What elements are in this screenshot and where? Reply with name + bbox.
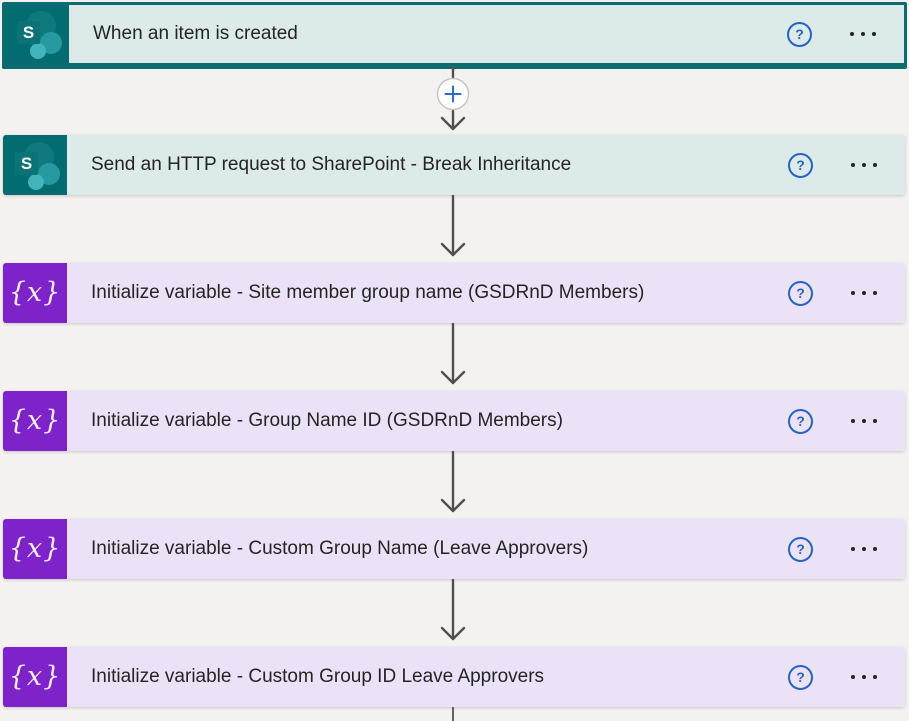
action-card-init-var-group-name-id[interactable]: {x} Initialize variable - Group Name ID … — [3, 391, 905, 451]
action-card-init-var-custom-group-name[interactable]: {x} Initialize variable - Custom Group N… — [3, 519, 905, 579]
trigger-card-when-an-item-is-created[interactable]: S When an item is created ? — [2, 2, 907, 66]
help-icon[interactable]: ? — [787, 21, 812, 47]
variable-glyph: {x} — [8, 532, 62, 564]
sharepoint-letter: S — [23, 23, 34, 42]
connector-arrow — [433, 579, 473, 647]
help-glyph: ? — [796, 412, 805, 429]
action-card-send-http-request[interactable]: S Send an HTTP request to SharePoint - B… — [3, 135, 905, 195]
variable-glyph: {x} — [8, 660, 62, 692]
card-title: Initialize variable - Site member group … — [91, 282, 645, 303]
action-card-init-var-site-member-group-name[interactable]: {x} Initialize variable - Site member gr… — [3, 263, 905, 323]
sharepoint-letter: S — [21, 154, 32, 173]
menu-ellipsis-icon[interactable] — [849, 153, 879, 177]
card-title: Send an HTTP request to SharePoint - Bre… — [91, 154, 572, 175]
connector-add-step — [433, 66, 473, 135]
menu-ellipsis-icon[interactable] — [848, 22, 878, 46]
help-icon[interactable]: ? — [788, 536, 813, 562]
card-title: Initialize variable - Custom Group Name … — [91, 538, 589, 559]
variable-icon: {x} — [3, 391, 67, 451]
variable-icon: {x} — [3, 647, 67, 707]
variable-icon: {x} — [3, 519, 67, 579]
connector-arrow — [433, 323, 473, 391]
variable-glyph: {x} — [8, 404, 62, 436]
add-step-button[interactable] — [436, 77, 470, 111]
help-glyph: ? — [796, 540, 805, 557]
sharepoint-icon: S — [5, 5, 69, 63]
card-title: When an item is created — [93, 23, 298, 44]
help-glyph: ? — [796, 156, 805, 173]
connector-stub — [452, 707, 454, 721]
help-glyph: ? — [795, 25, 804, 42]
menu-ellipsis-icon[interactable] — [849, 281, 879, 305]
connector-arrow — [433, 195, 473, 263]
variable-icon: {x} — [3, 263, 67, 323]
variable-glyph: {x} — [8, 276, 62, 308]
help-glyph: ? — [796, 284, 805, 301]
sharepoint-icon: S — [3, 135, 67, 195]
card-title: Initialize variable - Custom Group ID Le… — [91, 666, 545, 687]
card-title: Initialize variable - Group Name ID (GSD… — [91, 410, 563, 431]
menu-ellipsis-icon[interactable] — [849, 409, 879, 433]
menu-ellipsis-icon[interactable] — [849, 665, 879, 689]
help-icon[interactable]: ? — [788, 152, 813, 178]
help-icon[interactable]: ? — [788, 280, 813, 306]
action-card-init-var-custom-group-id[interactable]: {x} Initialize variable - Custom Group I… — [3, 647, 905, 707]
connector-arrow — [433, 451, 473, 519]
help-icon[interactable]: ? — [788, 664, 813, 690]
help-icon[interactable]: ? — [788, 408, 813, 434]
menu-ellipsis-icon[interactable] — [849, 537, 879, 561]
help-glyph: ? — [796, 668, 805, 685]
